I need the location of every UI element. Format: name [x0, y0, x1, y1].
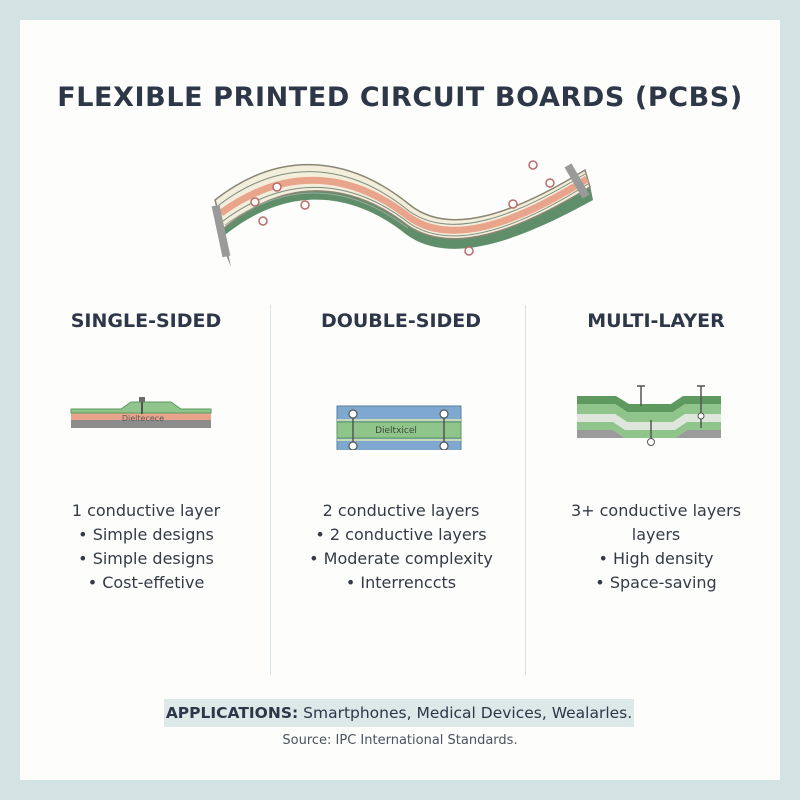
connector-left-tab: [211, 204, 231, 258]
single-sided-diagram: Dieltecece: [70, 397, 212, 428]
via: [647, 438, 655, 446]
bullet-item: • Space-saving: [595, 573, 717, 592]
inner-layer: [577, 404, 721, 422]
bullet-item: 1 conductive layer: [71, 501, 221, 520]
via: [697, 412, 705, 420]
bullet-item: 2 conductive layers: [322, 501, 480, 520]
column-heading: DOUBLE-SIDED: [320, 310, 482, 332]
column-heading: MULTI-LAYER: [587, 310, 725, 332]
base-layer: [71, 420, 211, 428]
inner-layer: [577, 422, 721, 438]
page-title: FLEXIBLE PRINTED CIRCUIT BOARDS (PCBS): [57, 82, 743, 113]
via: [439, 409, 449, 419]
column-heading: SINGLE-SIDED: [70, 310, 222, 332]
trace-line: [222, 183, 589, 237]
multi-layer-diagram: [577, 385, 721, 446]
bullet-item: • 2 conductive layers: [315, 525, 487, 544]
bullet-item: • Moderate complexity: [309, 549, 493, 568]
connector-right: [564, 163, 590, 199]
via: [300, 200, 310, 210]
via: [272, 182, 282, 192]
via: [528, 160, 538, 170]
dielectric-layer: [577, 414, 721, 430]
dielectric-label: Dieltecece: [122, 414, 164, 423]
column-divider: [270, 305, 271, 675]
dielectric-label: Dieltxicel: [375, 426, 417, 436]
bullet-item: • Simple designs: [78, 549, 214, 568]
bullet-item: • Interrenccts: [345, 573, 457, 592]
source-citation: Source: IPC International Standards.: [282, 733, 518, 748]
bullet-item: • High density: [598, 549, 714, 568]
trace-line: [218, 171, 586, 225]
applications-banner: APPLICATIONS: Smartphones, Medical Devic…: [164, 699, 634, 727]
via: [348, 441, 358, 450]
applications-text: Smartphones, Medical Devices, Wealarles.: [298, 704, 633, 722]
top-layer: [577, 396, 721, 412]
bullet-item: • Cost-effetive: [87, 573, 205, 592]
copper-layer: [71, 413, 211, 420]
flex-pcb-illustration: [211, 160, 593, 267]
via: [250, 197, 260, 207]
bullet-item: 3+ conductive layers: [570, 501, 742, 520]
applications-label: APPLICATIONS:: [165, 704, 299, 722]
double-sided-diagram: Dieltxicel: [336, 405, 462, 450]
bullet-item: layers: [631, 525, 681, 544]
via: [545, 178, 555, 188]
via: [439, 441, 449, 450]
via: [464, 246, 474, 256]
via: [348, 409, 358, 419]
via-cap: [139, 397, 145, 402]
via: [258, 216, 268, 226]
dielectric-layer: [336, 421, 462, 439]
infographic-card: FLEXIBLE PRINTED CIRCUIT BOARDS (PCBS) S…: [20, 20, 780, 780]
via: [508, 199, 518, 209]
bullet-item: • Simple designs: [78, 525, 214, 544]
trace-line: [224, 192, 409, 229]
column-divider: [525, 305, 526, 675]
copper-trace: [218, 176, 589, 234]
base-layer: [577, 430, 721, 438]
